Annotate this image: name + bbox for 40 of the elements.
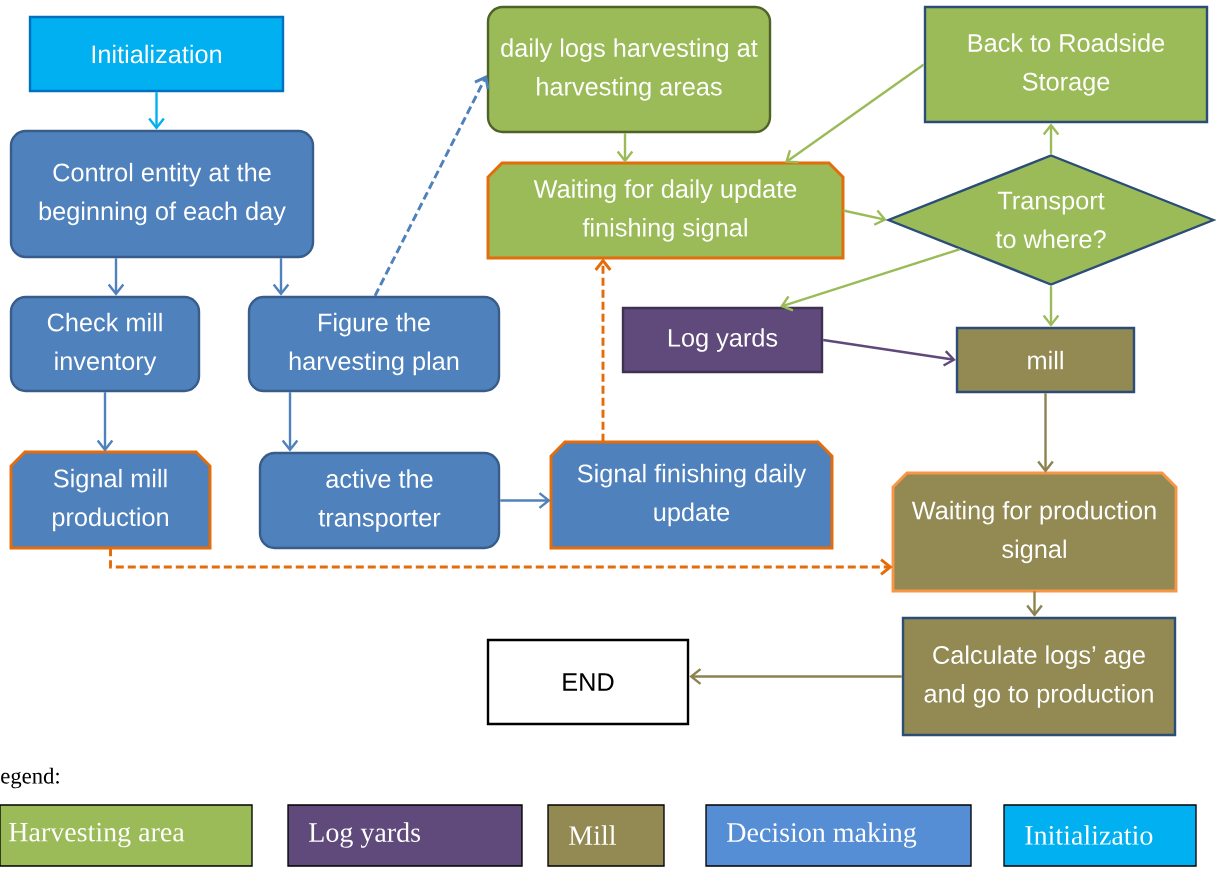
- arrow: [843, 209, 887, 226]
- process-box: mill: [955, 326, 1136, 394]
- process-box: Initialization: [28, 15, 285, 93]
- process-box: daily logs harvesting at harvesting areas: [486, 5, 772, 134]
- process-box: Control entity at the beginning of each day: [9, 129, 315, 259]
- arrow: [373, 75, 490, 297]
- arrow: [272, 258, 290, 296]
- process-box: Log yards: [621, 306, 824, 374]
- arrow: [780, 248, 960, 312]
- process-box: active the transporter: [258, 451, 501, 550]
- process-box: Calculate logs’ age and go to production: [901, 616, 1177, 737]
- arrow: [594, 258, 612, 442]
- process-box: Check mill inventory: [9, 295, 201, 393]
- arrow: [616, 133, 634, 163]
- signal-box: Signal finishing daily update: [549, 440, 834, 550]
- arrow: [1026, 591, 1043, 617]
- legend-item: Mill: [547, 804, 665, 867]
- arrow: [785, 63, 925, 164]
- signal-box: Signal mill production: [9, 450, 212, 550]
- arrow: [148, 92, 165, 130]
- arrow: [689, 668, 902, 685]
- arrow: [1037, 393, 1054, 473]
- legend-item: Decision making: [705, 804, 972, 867]
- process-box: Figure the harvesting plan: [247, 295, 501, 393]
- arrow: [1042, 286, 1060, 327]
- process-box: Back to Roadside Storage: [923, 5, 1209, 124]
- arrow: [500, 492, 551, 509]
- legend-item: Log yards: [287, 804, 523, 867]
- arrow: [823, 338, 956, 367]
- arrow: [107, 258, 125, 296]
- arrow: [281, 392, 299, 452]
- signal-box: Waiting for daily update finishing signal: [486, 161, 845, 260]
- end-box: END: [486, 638, 690, 726]
- legend-item: Harvesting area: [0, 804, 253, 867]
- legend-heading: egend:: [1, 767, 59, 789]
- signal-box: Waiting for production signal: [891, 471, 1178, 593]
- legend-item: Initializatio: [1003, 804, 1197, 867]
- arrow: [109, 548, 893, 576]
- arrow: [96, 392, 114, 452]
- arrow: [1042, 123, 1060, 154]
